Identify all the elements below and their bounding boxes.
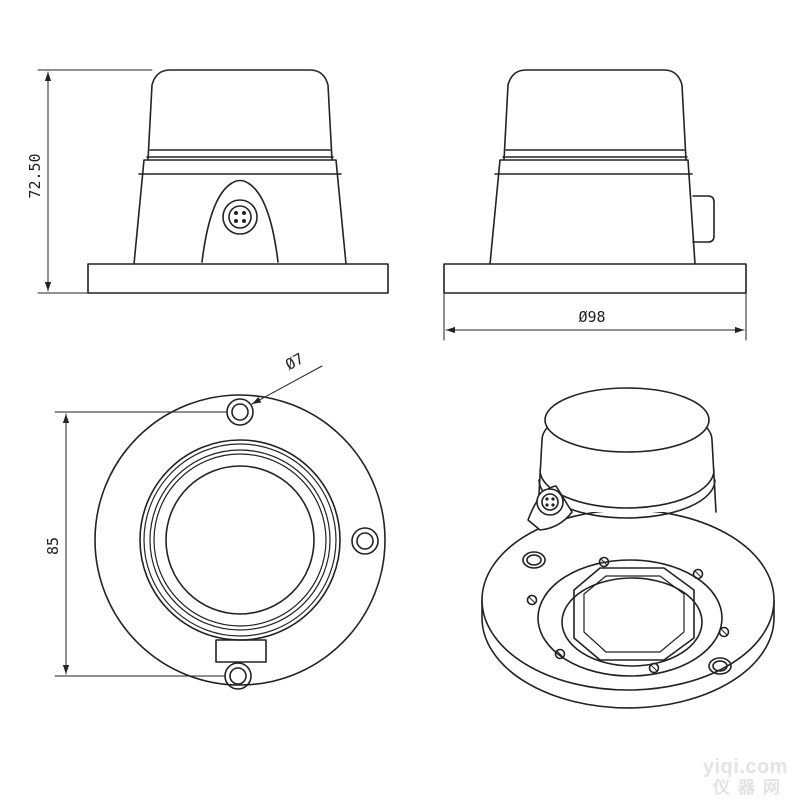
- iso-connector: [527, 485, 573, 531]
- iso-collar-line: [539, 469, 715, 509]
- diameter-dimension-label: Ø98: [578, 308, 605, 326]
- side-view-base-plate: [443, 263, 747, 294]
- iso-hex-bore-inner: [583, 575, 685, 653]
- bottom-view-bore-ring-1: [143, 443, 337, 637]
- watermark-url: yiqi.com: [702, 756, 788, 778]
- bottom-view-bore-outer: [139, 439, 341, 641]
- connector-pins: [234, 211, 246, 223]
- iso-mounting-hole: [522, 551, 546, 569]
- bottom-view-bore-ring-3: [153, 453, 327, 627]
- iso-hex-bore: [573, 567, 695, 661]
- side-view-cap: [503, 69, 687, 161]
- iso-screw: [526, 594, 538, 606]
- dimension-hole-diameter: Ø7: [251, 349, 323, 405]
- watermark: yiqi.com 仪器网: [703, 757, 788, 796]
- front-view-body: [133, 159, 347, 265]
- mounting-hole: [351, 527, 379, 555]
- side-view-connector: [692, 195, 715, 243]
- isometric-view: [481, 387, 775, 709]
- connector-socket: [222, 199, 258, 235]
- front-view: [87, 69, 389, 294]
- iso-cap-top: [544, 387, 710, 453]
- iso-screw: [648, 662, 660, 674]
- flange-dimension-label: 85: [44, 537, 62, 555]
- connector-socket-inner: [228, 205, 252, 229]
- side-view: [443, 69, 747, 294]
- side-view-body: [489, 159, 696, 265]
- iso-screw: [718, 626, 730, 638]
- leader-line: [251, 365, 323, 405]
- front-view-connector-housing: [201, 179, 279, 263]
- bottom-view: [94, 394, 386, 690]
- bottom-view-flange: [94, 394, 386, 686]
- dimension-flange-size: 85: [44, 411, 227, 677]
- iso-recess-ring-inner: [561, 577, 703, 667]
- height-dimension-label: 72.50: [26, 153, 44, 198]
- bottom-view-bore-inner: [165, 465, 315, 615]
- watermark-name: 仪器网: [713, 778, 788, 797]
- iso-screw: [692, 568, 704, 580]
- iso-screw: [554, 648, 566, 660]
- dimension-height: 72.50: [26, 69, 153, 294]
- front-view-cap: [147, 69, 333, 161]
- iso-screw: [598, 556, 610, 568]
- bottom-view-bore-ring-2: [149, 449, 331, 631]
- hole-diameter-label: Ø7: [282, 349, 307, 374]
- dimension-diameter: Ø98: [443, 292, 747, 341]
- mounting-hole: [224, 662, 252, 690]
- bottom-view-connector-tab: [215, 639, 267, 663]
- mounting-hole: [226, 398, 254, 426]
- iso-mounting-hole: [708, 657, 732, 675]
- front-view-base-plate: [87, 263, 389, 294]
